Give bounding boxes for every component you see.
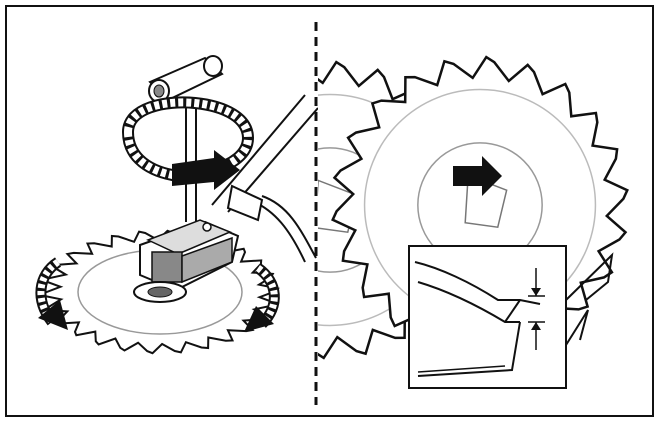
- rotation-arrow-icon: [122, 96, 255, 190]
- blade-rotation-arrow-icon: [35, 257, 280, 332]
- blade-mount: [464, 174, 508, 229]
- inset-leader-lines: [565, 252, 614, 346]
- blade-mounting-illustration: [35, 55, 319, 355]
- gearhead: [133, 219, 240, 303]
- arrow-right-icon: [453, 156, 502, 196]
- measurement-arrows-icon: [528, 268, 545, 350]
- tooth-detail-inset: [408, 245, 567, 389]
- drive-shaft: [211, 94, 319, 263]
